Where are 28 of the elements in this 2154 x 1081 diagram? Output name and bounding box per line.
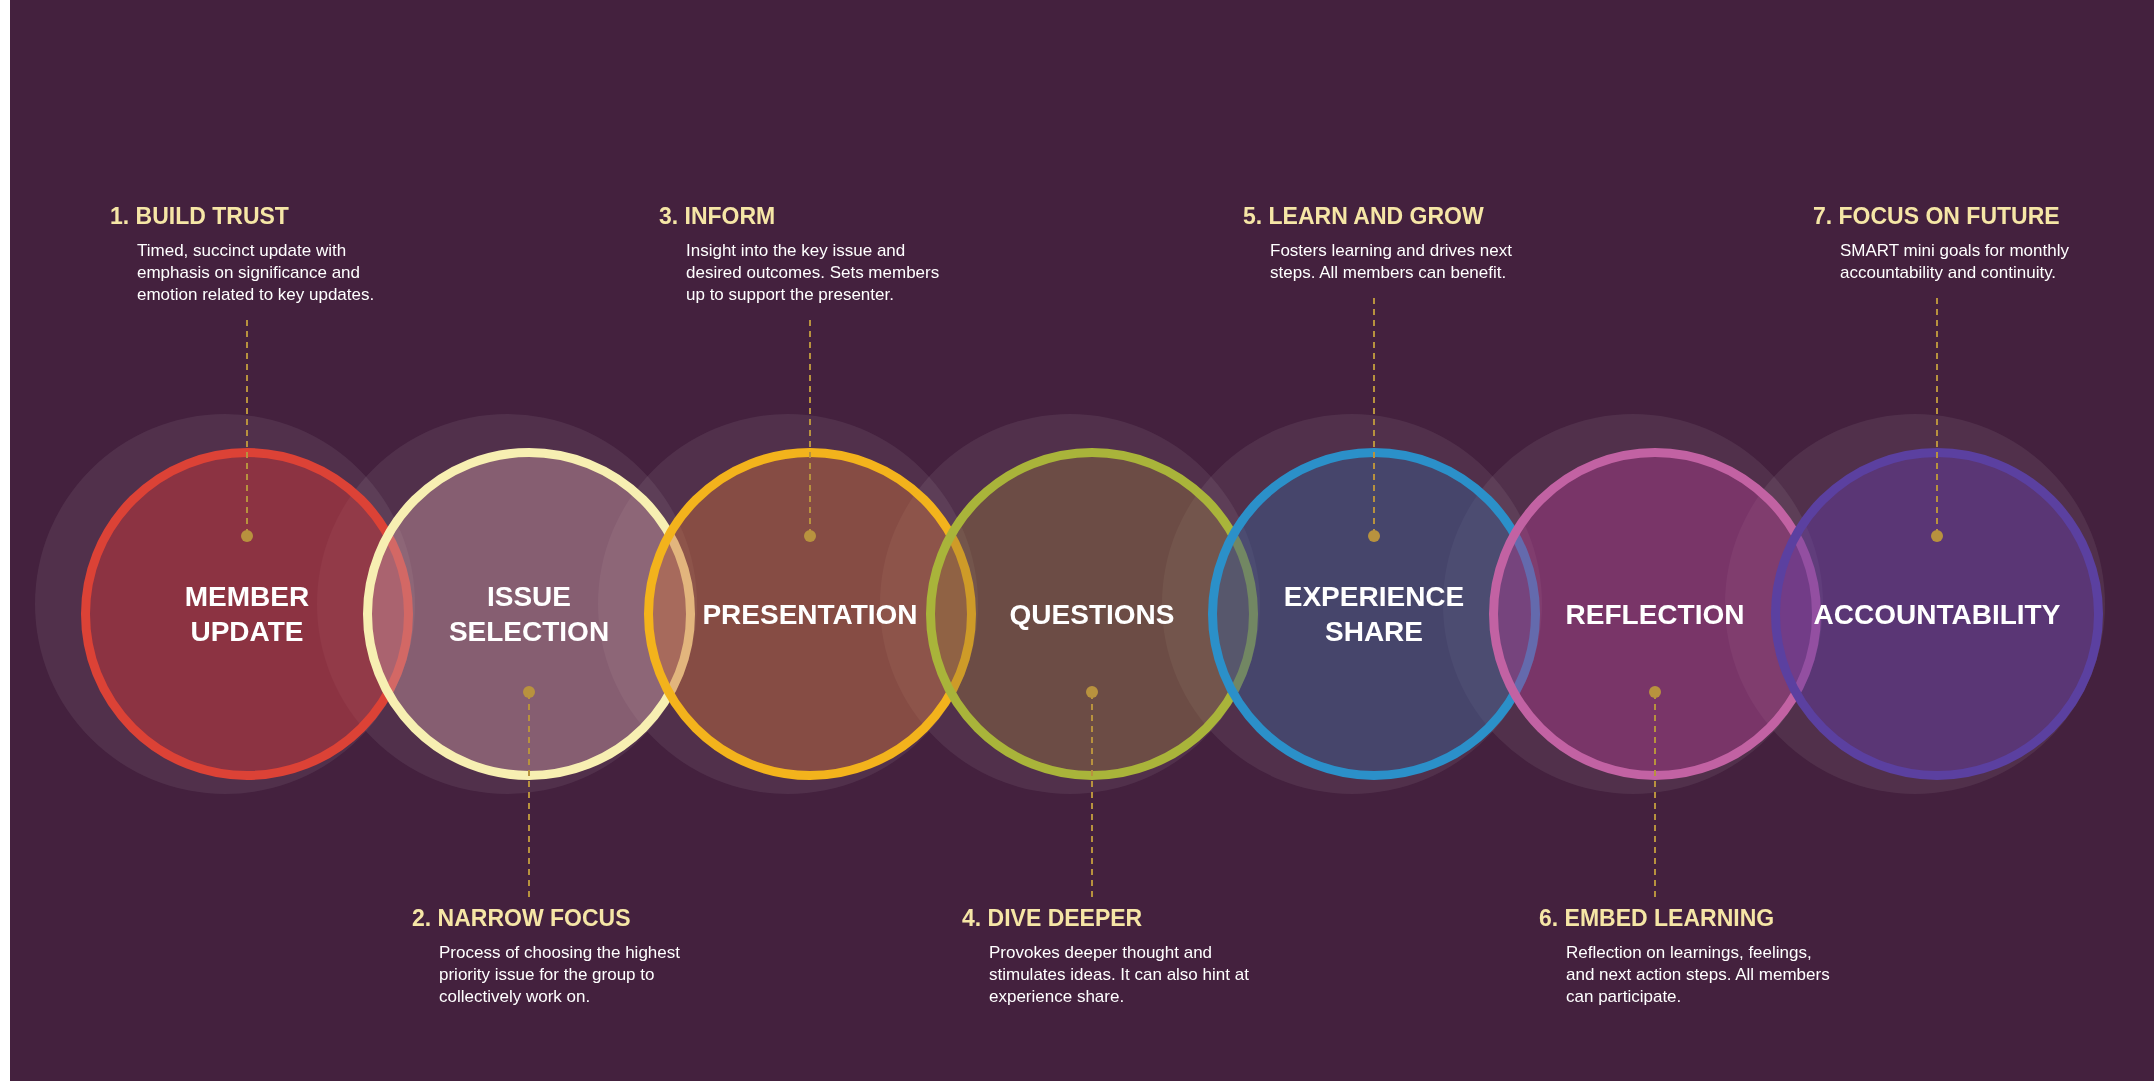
step-description: Timed, succinct update with emphasis on significance and emotion related to key updates. bbox=[136, 240, 376, 307]
step-heading: 1. BUILD TRUST bbox=[110, 203, 290, 230]
step-title: PRESENTATION bbox=[702, 597, 918, 632]
step-title: ACCOUNTABILITY bbox=[1813, 597, 2061, 632]
leader-line bbox=[1931, 297, 1943, 542]
leader-line bbox=[1368, 297, 1380, 542]
step-description: Provokes deeper thought and stimulates ideas. It can also hint at experience share. bbox=[988, 942, 1250, 1009]
leader-line bbox=[523, 686, 535, 898]
step-description: Fosters learning and drives next steps. All members can benefit. bbox=[1269, 240, 1513, 285]
step-heading: 5. LEARN AND GROW bbox=[1243, 203, 1485, 230]
leader-line bbox=[1649, 686, 1661, 898]
step-title: EXPERIENCE SHARE bbox=[1282, 580, 1466, 649]
step-heading: 6. EMBED LEARNING bbox=[1539, 905, 1776, 932]
leader-line bbox=[241, 319, 253, 542]
step-description: Process of choosing the highest priority issue for the group to collectively work on. bbox=[438, 942, 681, 1009]
step-title: REFLECTION bbox=[1565, 597, 1745, 632]
step-heading: 4. DIVE DEEPER bbox=[962, 905, 1144, 932]
leader-line bbox=[804, 319, 816, 542]
step-description: Insight into the key issue and desired outcomes. Sets members up to support the presenter. bbox=[685, 240, 941, 307]
step-title: ISSUE SELECTION bbox=[447, 580, 611, 649]
leader-line bbox=[1086, 686, 1098, 898]
step-title: QUESTIONS bbox=[1009, 597, 1175, 632]
step-heading: 3. INFORM bbox=[659, 203, 777, 230]
step-heading: 2. NARROW FOCUS bbox=[412, 905, 632, 932]
step-heading: 7. FOCUS ON FUTURE bbox=[1813, 203, 2061, 230]
step-description: Reflection on learnings, feelings, and next action steps. All members can participate. bbox=[1565, 942, 1831, 1009]
step-title: MEMBER UPDATE bbox=[183, 580, 311, 649]
step-description: SMART mini goals for monthly accountability and continuity. bbox=[1839, 240, 2070, 285]
